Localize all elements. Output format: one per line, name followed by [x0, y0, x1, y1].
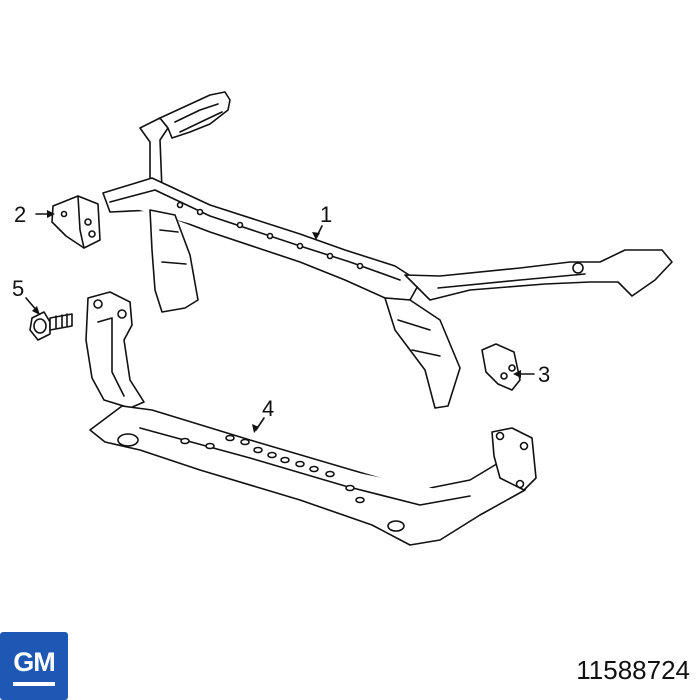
leader-arrowheads [32, 210, 521, 433]
lower-support [85, 291, 537, 546]
bracket-left [51, 195, 101, 249]
upper-tie-bar [102, 91, 673, 409]
gm-logo-underline [13, 682, 55, 686]
callout-4: 4 [262, 396, 274, 421]
callout-2: 2 [14, 202, 26, 227]
gm-logo-text: GM [13, 647, 56, 677]
gm-logo: GM [0, 632, 68, 700]
callout-5: 5 [12, 276, 24, 301]
bracket-right [481, 343, 521, 391]
callout-1: 1 [320, 202, 332, 227]
bolt [29, 311, 73, 341]
part-number: 11588724 [576, 655, 690, 685]
callout-3: 3 [538, 362, 550, 387]
